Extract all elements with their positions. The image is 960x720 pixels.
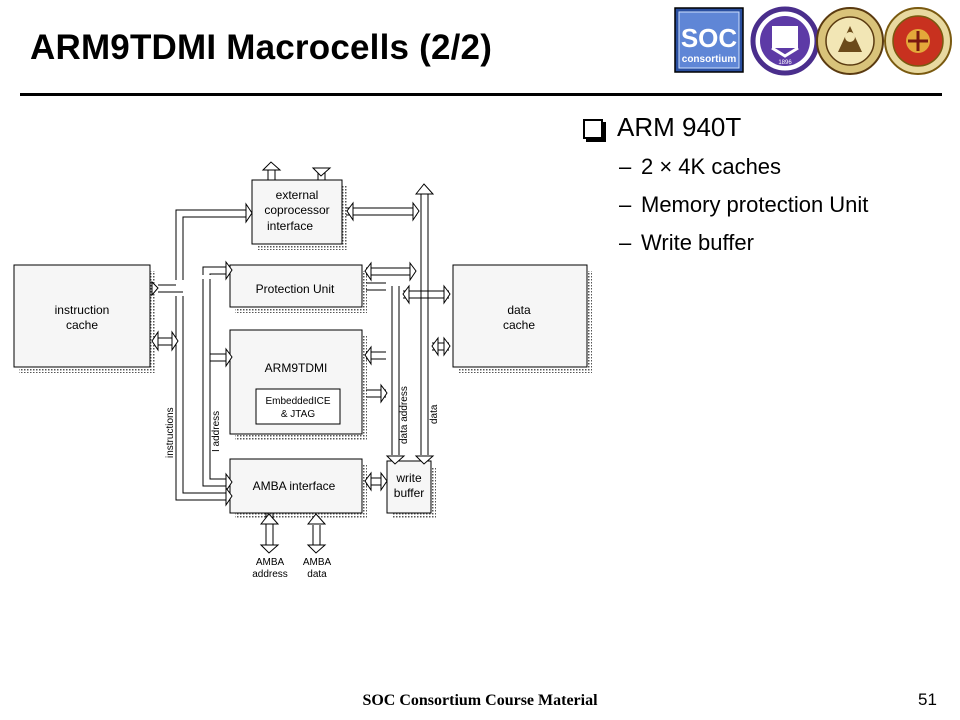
arrowhead [151, 280, 159, 297]
sub-bullet: – Memory protection Unit [583, 191, 943, 219]
university-seal-purple: 1896 [750, 6, 820, 76]
data-address-bus-label: data address [399, 386, 410, 444]
seal-year: 1896 [778, 60, 792, 66]
arrowhead [225, 347, 233, 368]
data-cache-label-line2: cache [503, 318, 535, 332]
write-buffer-label-line2: buffer [394, 486, 424, 500]
arm9tdmi-core-block: ARM9TDMI EmbeddedICE & JTAG [229, 329, 367, 440]
arrowhead [414, 183, 435, 195]
sub-bullet-text: Write buffer [641, 230, 754, 255]
embedded-ice-label-line1: EmbeddedICE [265, 396, 330, 407]
data-cache-label-line1: data [507, 303, 531, 317]
arrowhead [311, 167, 332, 177]
protection-unit-label: Protection Unit [256, 282, 335, 296]
write-buffer-block: write buffer [386, 460, 436, 519]
amba-data-label-line1: AMBA [303, 557, 332, 568]
sub-bullet: – 2 × 4K caches [583, 153, 943, 181]
coproc-label-line1: external [276, 188, 319, 202]
arrowhead [402, 284, 410, 305]
arrowhead [151, 330, 159, 352]
instruction-cache-label-line2: cache [66, 318, 98, 332]
arrowhead [346, 201, 354, 222]
bullet-main: ARM 940T [583, 112, 943, 143]
arrowhead [171, 330, 179, 352]
embedded-ice-box [255, 388, 341, 425]
write-buffer-label-line1: write [395, 471, 422, 485]
instruction-cache-label-line1: instruction [55, 303, 110, 317]
amba-interface-label: AMBA interface [253, 479, 336, 493]
university-seal-gold [816, 7, 884, 75]
arrowhead [364, 261, 372, 282]
arrowhead [259, 513, 280, 525]
dash-icon: – [619, 192, 632, 217]
slide-footer: SOC Consortium Course Material [362, 692, 598, 709]
arrowhead [259, 544, 280, 554]
arrowhead [412, 201, 420, 222]
soc-consortium-logo: SOC consortium [674, 7, 744, 73]
embedded-ice-label-line2: & JTAG [281, 409, 315, 420]
sub-bullet-text: Memory protection Unit [641, 192, 869, 217]
arrowhead [225, 486, 233, 507]
arrowhead [414, 455, 435, 465]
title-divider [20, 93, 942, 96]
arm9tdmi-label: ARM9TDMI [265, 361, 328, 375]
arrowhead [364, 345, 372, 366]
bus-arrowheads [151, 161, 451, 554]
dash-icon: – [619, 230, 632, 255]
page-number: 51 [918, 690, 937, 709]
bullet-main-text: ARM 940T [617, 112, 742, 142]
consortium-logo-text: consortium [682, 54, 737, 65]
arrowhead [409, 261, 417, 282]
arrowhead [380, 383, 388, 404]
dash-icon: – [619, 154, 632, 179]
data-cache-block: data cache [452, 264, 592, 373]
checkbox-bullet-icon [583, 118, 603, 139]
arrowhead [245, 202, 253, 224]
arrowhead [443, 284, 451, 305]
instruction-cache-block: instruction cache [13, 264, 155, 373]
arrowhead [306, 544, 327, 554]
arrowhead [306, 513, 327, 525]
university-seal-red [884, 7, 952, 75]
bullet-list: ARM 940T – 2 × 4K caches – Memory protec… [583, 112, 943, 257]
amba-address-label-line2: address [252, 569, 288, 580]
arrowhead [380, 471, 388, 492]
coproc-label-line3: interface [267, 219, 313, 233]
coproc-label-line2: coprocessor [264, 203, 329, 217]
amba-address-label-line1: AMBA [256, 557, 285, 568]
amba-interface-block: AMBA interface [229, 458, 367, 519]
iaddress-bus-label: I address [211, 411, 222, 452]
arrowhead [443, 336, 451, 357]
instructions-bus-label: instructions [165, 407, 176, 458]
data-bus-label: data [429, 404, 440, 424]
amba-data-label-line2: data [307, 569, 327, 580]
logo-strip: SOC consortium 1896 [674, 6, 952, 76]
sub-bullet-text: 2 × 4K caches [641, 154, 782, 179]
soc-logo-text: SOC [681, 23, 738, 53]
arrowhead [385, 455, 406, 465]
arrowhead [364, 471, 372, 492]
protection-unit-block: Protection Unit [229, 264, 367, 313]
external-coprocessor-interface-block: external coprocessor interface [251, 179, 347, 250]
arrowhead [261, 161, 282, 171]
arrowhead [225, 472, 233, 493]
arrowhead [225, 260, 233, 281]
sub-bullet: – Write buffer [583, 229, 943, 257]
slide-title: ARM9TDMI Macrocells (2/2) [30, 28, 493, 67]
arrowhead [431, 336, 439, 357]
